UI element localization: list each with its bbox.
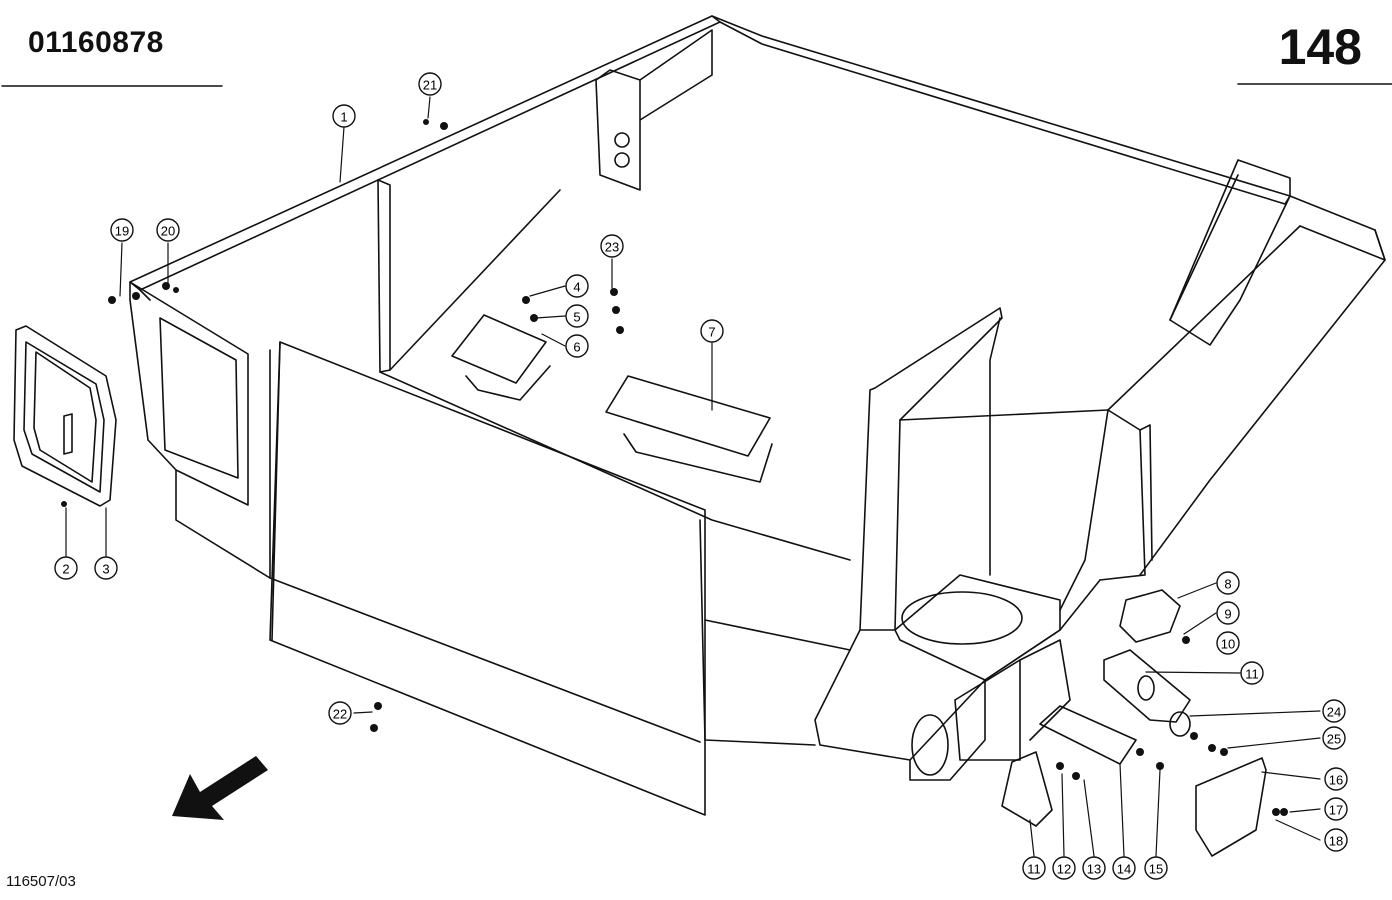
svg-text:21: 21 [423,78,437,93]
callout-25: 25 [1322,726,1346,750]
svg-text:4: 4 [573,280,580,295]
svg-text:6: 6 [573,340,580,355]
part-number: 01160878 [28,26,164,59]
callout-10: 10 [1216,631,1240,655]
svg-text:18: 18 [1329,834,1343,849]
bracket-16 [1195,757,1267,857]
callout-9: 9 [1216,601,1240,625]
callout-20: 20 [156,218,180,242]
svg-text:12: 12 [1057,862,1071,877]
callouts: 1 2 3 4 5 6 7 8 9 10 11 11 12 13 14 15 1… [54,72,1348,880]
callout-15: 15 [1144,856,1168,880]
svg-text:22: 22 [333,707,347,722]
callout-8: 8 [1216,571,1240,595]
svg-text:9: 9 [1224,607,1231,622]
callout-4: 4 [565,274,589,298]
svg-text:1: 1 [340,110,347,125]
cabin-frame [129,15,1386,816]
callout-22: 22 [328,701,352,725]
svg-text:24: 24 [1327,705,1341,720]
callout-17: 17 [1324,797,1348,821]
callout-19: 19 [110,218,134,242]
leader-lines [65,96,1321,857]
svg-text:10: 10 [1221,637,1235,652]
callout-12: 12 [1052,856,1076,880]
page-number: 148 [1278,19,1362,75]
callout-18: 18 [1324,828,1348,852]
svg-text:7: 7 [708,325,715,340]
callout-13: 13 [1082,856,1106,880]
svg-text:19: 19 [115,224,129,239]
svg-text:13: 13 [1087,862,1101,877]
svg-text:5: 5 [573,310,580,325]
callout-23: 23 [600,234,624,258]
svg-text:25: 25 [1327,732,1341,747]
svg-text:20: 20 [161,224,175,239]
plate-14 [1039,705,1137,765]
svg-text:8: 8 [1224,577,1231,592]
svg-text:15: 15 [1149,862,1163,877]
callout-16: 16 [1324,767,1348,791]
svg-text:23: 23 [605,240,619,255]
svg-text:3: 3 [102,562,109,577]
callout-7: 7 [700,319,724,343]
callout-3: 3 [94,556,118,580]
svg-text:16: 16 [1329,773,1343,788]
svg-text:2: 2 [62,562,69,577]
callout-11-top: 11 [1240,661,1264,685]
callout-21: 21 [418,72,442,96]
cover-plate-8 [1119,589,1181,643]
svg-text:14: 14 [1117,862,1131,877]
direction-arrow-icon [172,756,268,820]
svg-text:11: 11 [1027,862,1041,877]
disc-24 [1169,711,1191,737]
callout-5: 5 [565,304,589,328]
fasteners [61,119,1288,816]
plate-11-top [1103,649,1191,723]
callout-6: 6 [565,334,589,358]
callout-2: 2 [54,556,78,580]
callout-1: 1 [332,104,356,128]
door-panel [13,325,117,507]
drawing-reference: 116507/03 [6,873,76,890]
plate-11-bottom [1001,751,1053,827]
svg-text:17: 17 [1329,803,1343,818]
callout-14: 14 [1112,856,1136,880]
callout-11-bottom: 11 [1022,856,1046,880]
svg-text:11: 11 [1245,667,1259,682]
callout-24: 24 [1322,699,1346,723]
